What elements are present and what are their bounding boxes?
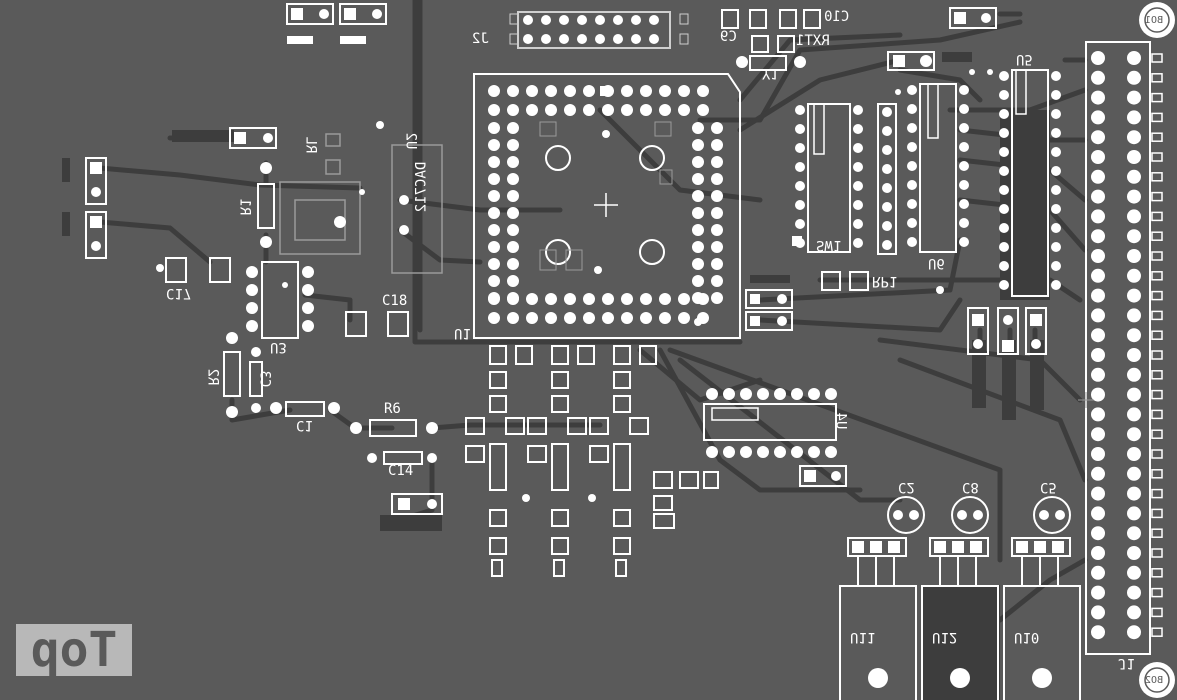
u2-dac-outline [376,121,443,274]
left-connectors [85,157,107,259]
c8-label: C8 [962,479,979,495]
dac-label: DAC712 [413,161,430,213]
u11-label: U11 [850,629,876,645]
rxt1-label: RXT1 [796,33,830,49]
c5-label: C5 [1040,479,1057,495]
r2-label: R2 [204,368,221,386]
smd-grid [465,345,657,577]
u10-label: U10 [1014,629,1040,645]
sw1-label: SW1 [816,237,842,253]
lower-left-passives [223,332,443,515]
j1-connector [1078,41,1163,655]
u2-label: U2 [402,132,419,150]
electrolytic-caps [887,496,1071,534]
u6-label: U6 [928,255,945,271]
u4-label: U4 [832,412,849,430]
j2-label: J2 [472,31,489,47]
c9-label: C9 [720,29,737,45]
c14-label: C14 [388,463,414,479]
copper-traces [97,0,1088,623]
right-dips [792,69,1061,297]
r6-label: R6 [384,401,401,417]
rp1-label: RP1 [872,273,898,289]
r1-resistor [229,127,365,248]
u12-label: U12 [932,629,958,645]
c3-label: C3 [256,370,273,388]
top-side-label: Top [16,622,132,678]
vias [522,69,993,502]
j1-label: J1 [1118,655,1135,671]
r1-label: R1 [236,198,253,216]
u3-chip [156,257,409,339]
c17-label: C17 [166,285,192,301]
u3-label: U3 [270,339,287,355]
c2-label: C2 [898,479,915,495]
y1-label: Y1 [762,65,779,81]
regulators [839,537,1081,700]
u5-label: U5 [1016,51,1033,67]
rl-label: RL [302,136,319,154]
bo1-label: BO1 [1145,15,1164,26]
u4-dip-chip [653,388,847,529]
mounting-holes [1139,2,1175,698]
bo2-label: BO2 [1145,675,1164,686]
c10-label: C10 [824,9,850,25]
top-jumpers [286,3,997,44]
rl-outline [279,133,361,255]
crystal-section [721,9,935,71]
mid-jumpers [745,271,1047,355]
j2-header [509,11,689,49]
c18-label: C18 [382,293,408,309]
c1-label: C1 [296,417,313,433]
u1-label: U1 [454,325,471,341]
u1-plcc-chip [473,73,741,339]
